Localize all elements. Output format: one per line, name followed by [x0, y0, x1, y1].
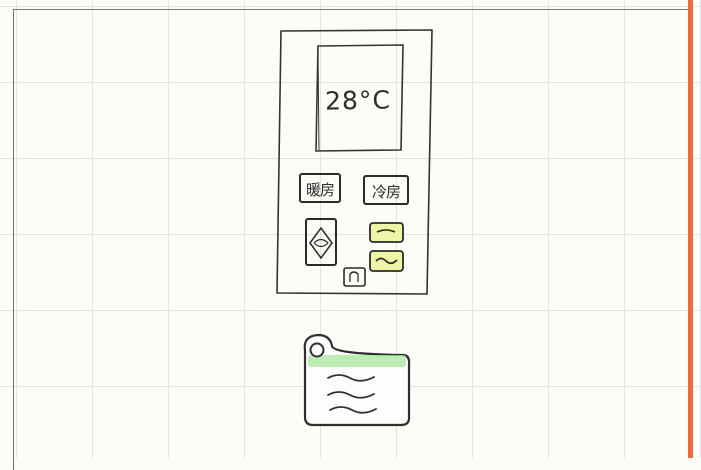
cooling-button-label: 冷房: [364, 181, 408, 202]
aircon-vent-strip: [308, 355, 406, 367]
graph-paper-page: 28°C 暖房 冷房: [0, 0, 701, 458]
remote-sketch: [0, 0, 701, 458]
remote-body: [277, 30, 432, 294]
heating-button-label: 暖房: [300, 179, 340, 200]
airflow-low-button[interactable]: [370, 223, 403, 242]
temperature-readout: 28°C: [318, 85, 398, 115]
off-timer-icon: [350, 272, 358, 282]
off-timer-button[interactable]: [344, 268, 365, 286]
aircon-power-ring: [311, 344, 324, 357]
fan-mode-button[interactable]: [306, 219, 336, 265]
airflow-high-button[interactable]: [370, 251, 403, 271]
aircon-unit: [305, 335, 409, 425]
